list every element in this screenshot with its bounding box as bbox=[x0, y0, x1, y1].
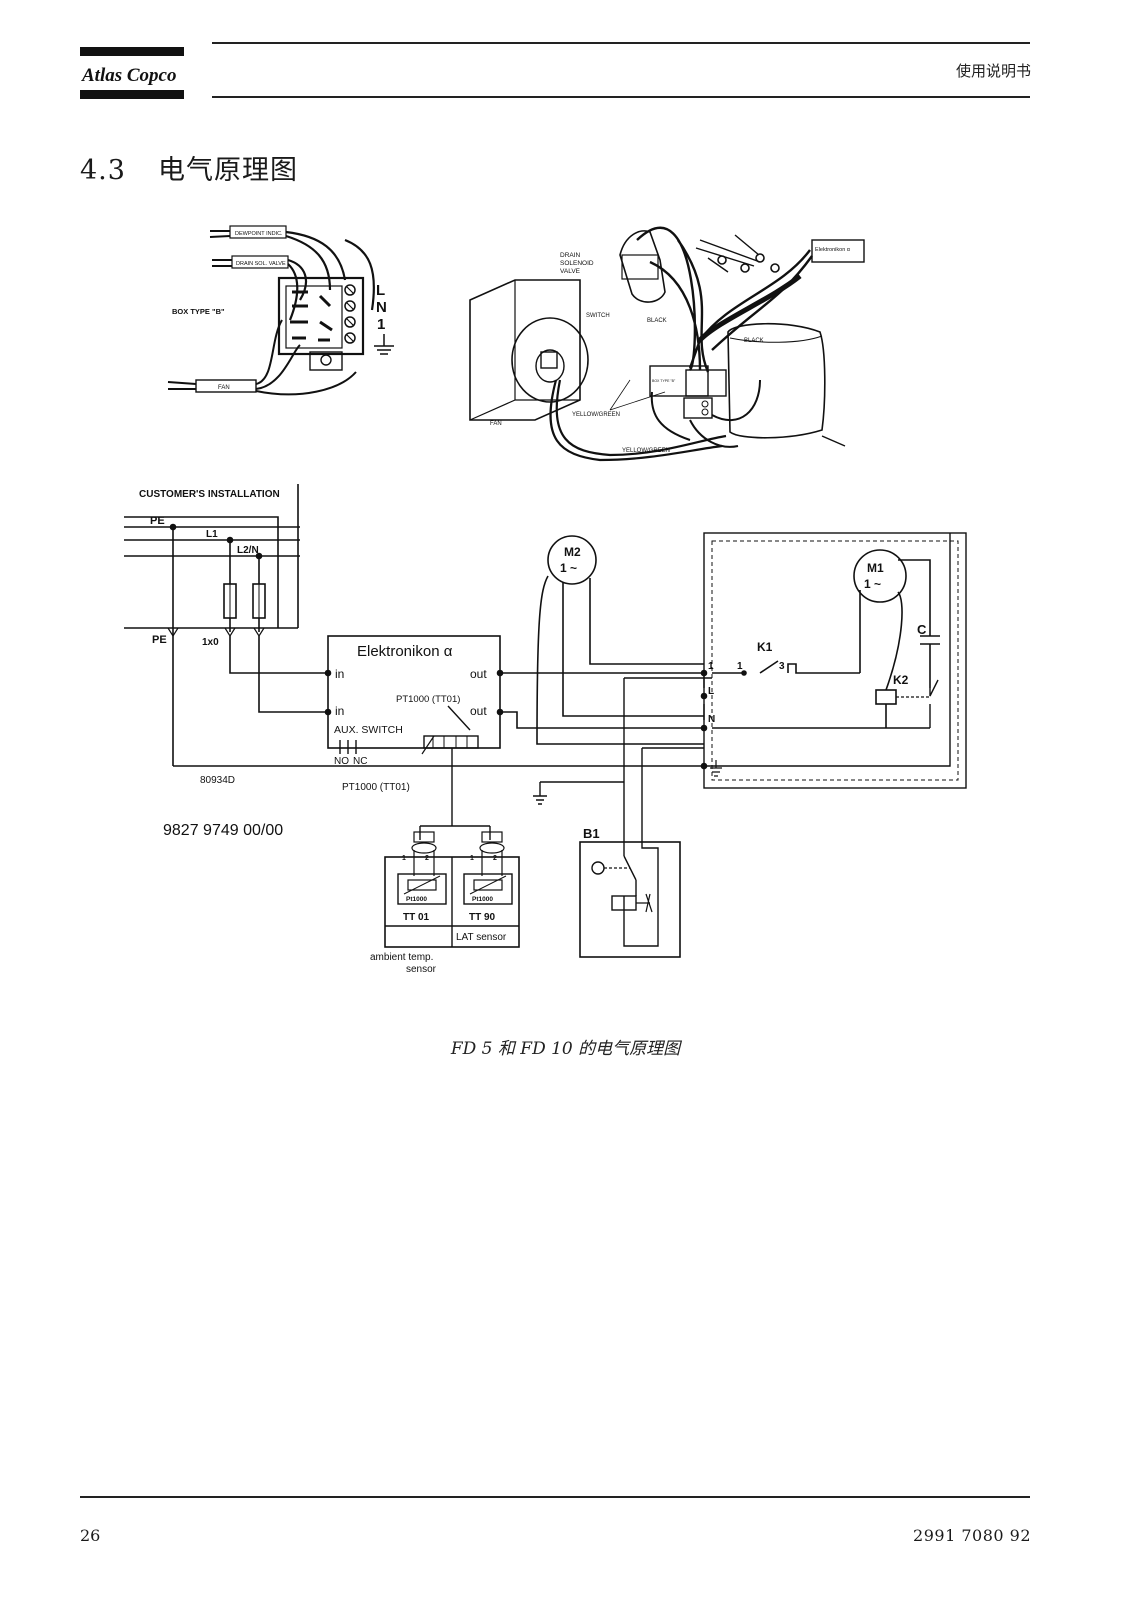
svg-text:1 ~: 1 ~ bbox=[864, 577, 881, 591]
svg-text:1: 1 bbox=[402, 855, 406, 862]
footer-page-number: 26 bbox=[80, 1526, 101, 1545]
svg-text:L: L bbox=[376, 282, 385, 299]
svg-text:AUX. SWITCH: AUX. SWITCH bbox=[334, 724, 403, 736]
svg-text:sensor: sensor bbox=[406, 964, 437, 975]
pictorial-wiring: FAN DRAIN SOLENOID VALVE SWITCH BLACK BL… bbox=[469, 226, 865, 462]
svg-text:K2: K2 bbox=[893, 673, 909, 687]
svg-text:SOLENOID: SOLENOID bbox=[560, 260, 594, 267]
svg-text:K1: K1 bbox=[757, 640, 773, 654]
svg-text:FAN: FAN bbox=[490, 421, 502, 427]
header-rule-top bbox=[212, 42, 1030, 44]
svg-text:Pt1000: Pt1000 bbox=[406, 896, 427, 903]
svg-text:SWITCH: SWITCH bbox=[586, 313, 610, 319]
svg-text:9827 9749 00/00: 9827 9749 00/00 bbox=[163, 822, 283, 839]
svg-text:Elektronikon α: Elektronikon α bbox=[357, 643, 453, 660]
atlas-copco-logo: Atlas Copco bbox=[80, 47, 184, 99]
svg-text:BOX TYPE "B": BOX TYPE "B" bbox=[652, 379, 676, 383]
svg-text:PE: PE bbox=[150, 515, 165, 527]
footer-doc-number: 2991 7080 92 bbox=[913, 1526, 1031, 1545]
svg-text:PE: PE bbox=[152, 634, 167, 646]
svg-text:FAN: FAN bbox=[218, 385, 230, 391]
svg-text:VALVE: VALVE bbox=[560, 268, 581, 275]
svg-text:CUSTOMER'S INSTALLATION: CUSTOMER'S INSTALLATION bbox=[139, 489, 280, 500]
svg-text:DRAIN: DRAIN bbox=[560, 252, 581, 259]
electrical-diagram: DEWPOINT INDIC. DRAIN SOL. VALVE L N 1 B… bbox=[124, 225, 967, 975]
svg-text:PT1000 (TT01): PT1000 (TT01) bbox=[396, 694, 460, 705]
svg-text:ambient temp.: ambient temp. bbox=[370, 952, 433, 963]
svg-text:1: 1 bbox=[377, 316, 385, 333]
svg-text:LAT sensor: LAT sensor bbox=[456, 932, 507, 943]
svg-text:DRAIN SOL. VALVE: DRAIN SOL. VALVE bbox=[236, 261, 286, 267]
svg-text:out: out bbox=[470, 667, 487, 681]
svg-text:1: 1 bbox=[470, 855, 474, 862]
svg-text:Atlas Copco: Atlas Copco bbox=[81, 65, 176, 86]
svg-text:TT 01: TT 01 bbox=[403, 912, 430, 923]
footer-rule bbox=[80, 1496, 1030, 1498]
svg-text:2: 2 bbox=[493, 855, 497, 862]
svg-text:NC: NC bbox=[353, 756, 367, 767]
svg-text:DEWPOINT INDIC.: DEWPOINT INDIC. bbox=[235, 231, 283, 237]
svg-text:L1: L1 bbox=[206, 529, 218, 540]
svg-text:1: 1 bbox=[708, 661, 714, 672]
svg-text:M1: M1 bbox=[867, 561, 884, 575]
svg-text:out: out bbox=[470, 704, 487, 718]
header-doc-type: 使用说明书 bbox=[955, 62, 1031, 80]
svg-text:1 ~: 1 ~ bbox=[560, 561, 577, 575]
svg-text:Elektronikon α: Elektronikon α bbox=[815, 247, 851, 253]
svg-text:YELLOW/GREEN: YELLOW/GREEN bbox=[622, 448, 670, 454]
svg-text:BLACK: BLACK bbox=[647, 318, 667, 324]
svg-text:NO: NO bbox=[334, 756, 349, 767]
section-number: 4.3 bbox=[80, 155, 126, 186]
section-title: 4.3 电气原理图 bbox=[80, 148, 298, 187]
svg-text:1x0: 1x0 bbox=[202, 637, 219, 648]
svg-text:BLACK: BLACK bbox=[744, 338, 764, 344]
box-type-b-wiring: DEWPOINT INDIC. DRAIN SOL. VALVE L N 1 B… bbox=[167, 225, 394, 396]
svg-text:YELLOW/GREEN: YELLOW/GREEN bbox=[572, 412, 620, 418]
main-schematic: CUSTOMER'S INSTALLATION PE L1 L2/N PE 1x… bbox=[124, 484, 967, 975]
figure-caption: FD 5 和 FD 10 的电气原理图 bbox=[450, 1039, 681, 1059]
svg-text:1: 1 bbox=[737, 661, 743, 672]
svg-text:TT 90: TT 90 bbox=[469, 912, 496, 923]
section-title-text: 电气原理图 bbox=[157, 155, 298, 186]
svg-text:in: in bbox=[335, 667, 344, 681]
svg-text:80934D: 80934D bbox=[200, 775, 235, 786]
svg-text:N: N bbox=[376, 299, 387, 316]
svg-text:PT1000 (TT01): PT1000 (TT01) bbox=[342, 782, 410, 793]
svg-text:Pt1000: Pt1000 bbox=[472, 896, 493, 903]
svg-text:L2/N: L2/N bbox=[237, 545, 259, 556]
svg-text:in: in bbox=[335, 704, 344, 718]
svg-text:BOX TYPE "B": BOX TYPE "B" bbox=[172, 307, 225, 316]
svg-text:L: L bbox=[708, 686, 714, 697]
svg-text:3: 3 bbox=[779, 661, 785, 672]
svg-text:2: 2 bbox=[425, 855, 429, 862]
svg-text:M2: M2 bbox=[564, 545, 581, 559]
header-rule-bottom bbox=[212, 96, 1030, 98]
svg-text:B1: B1 bbox=[583, 826, 600, 841]
svg-text:C: C bbox=[917, 622, 927, 637]
